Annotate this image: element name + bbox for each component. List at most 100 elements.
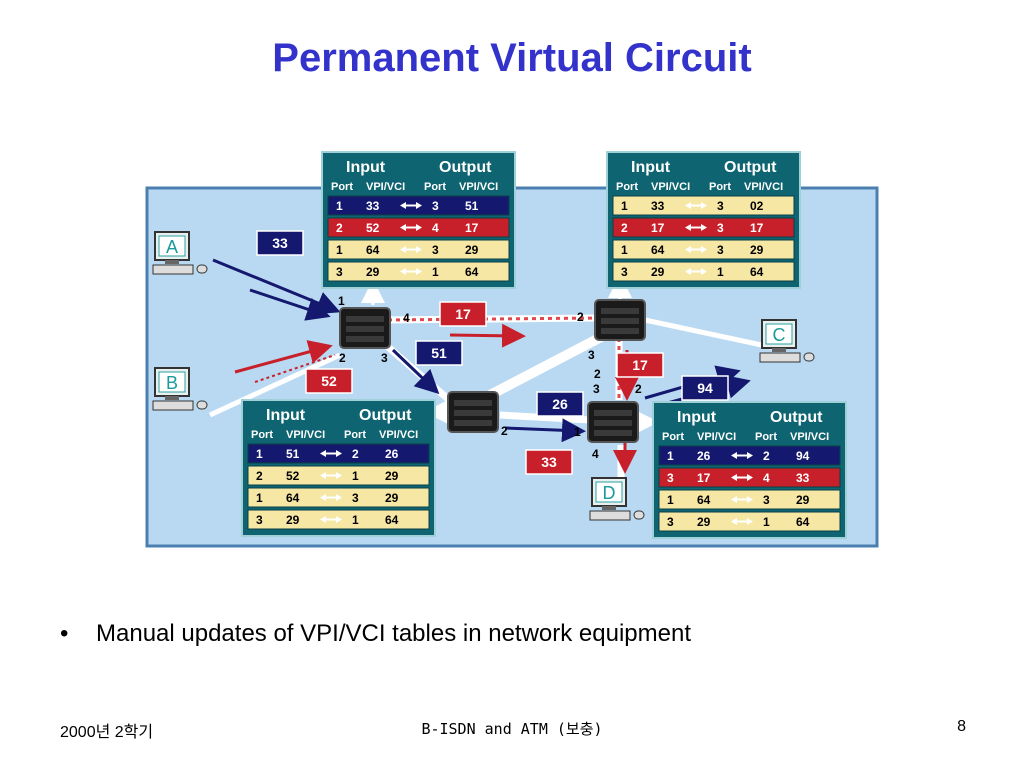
arrow-a-s1-2 [249,288,331,321]
port-label: 2 [577,310,584,324]
in-port-cell: 2 [621,221,628,235]
in-vc-cell: 52 [366,221,380,235]
terminal-label: B [166,373,178,393]
table-subheading: VPI/VCI [651,181,690,193]
mapping-arrow-icon [685,202,707,209]
out-port-cell: 3 [763,493,770,507]
in-port-cell: 1 [256,491,263,505]
table-input-heading: Input [677,409,717,426]
out-port-cell: 1 [352,469,359,483]
mouse-icon [196,400,208,410]
in-port-cell: 1 [667,449,674,463]
in-port-cell: 3 [256,513,263,527]
in-port-cell: 1 [336,199,343,213]
table-subheading: VPI/VCI [459,181,498,193]
in-vc-cell: 64 [651,243,665,257]
out-vc-cell: 29 [385,469,399,483]
mapping-arrow-icon [320,494,342,501]
in-vc-cell: 51 [286,447,300,461]
mapping-arrow-icon [731,474,753,481]
terminal-label: C [773,325,786,345]
terminal-d: D [589,477,645,521]
keyboard-icon [152,400,194,411]
vc-tag: 26 [536,391,584,417]
table-output-heading: Output [724,159,777,176]
terminal-a: A [152,231,208,275]
port-label: 4 [592,447,599,461]
out-port-cell: 3 [717,199,724,213]
table-output-heading: Output [439,159,492,176]
port-label: 2 [501,424,508,438]
link-s1-s2 [379,314,601,324]
table-subheading: VPI/VCI [744,181,783,193]
out-vc-cell: 17 [465,221,479,235]
port-label: 3 [588,348,595,362]
bullet-item: •Manual updates of VPI/VCI tables in net… [60,620,691,648]
table-subheading: VPI/VCI [790,431,829,443]
keyboard-icon [152,264,194,275]
mapping-arrow-icon [320,472,342,479]
table-input-heading: Input [266,407,306,424]
in-port-cell: 1 [256,447,263,461]
table-subheading: Port [424,181,446,193]
mapping-arrow-icon [685,246,707,253]
slide-title: Permanent Virtual Circuit [272,36,752,80]
table-subheading: VPI/VCI [366,181,405,193]
table-subheading: Port [344,429,366,441]
vc-tag-label: 51 [431,345,447,361]
table-subheading: Port [251,429,273,441]
vc-tag: 33 [525,449,573,475]
out-port-cell: 1 [763,515,770,529]
out-vc-cell: 29 [385,491,399,505]
vc-tag-label: 52 [321,373,337,389]
out-port-cell: 1 [432,265,439,279]
out-port-cell: 3 [352,491,359,505]
mapping-arrow-icon [731,452,753,459]
mouse-icon [803,352,815,362]
in-vc-cell: 33 [651,199,665,213]
vc-tag: 94 [681,375,729,401]
out-vc-cell: 94 [796,449,810,463]
arrow-s3-s4 [504,418,586,443]
table-output-heading: Output [770,409,823,426]
terminal-label: D [603,483,616,503]
out-vc-cell: 64 [750,265,764,279]
vc-tag-label: 94 [697,380,713,396]
link-s3-s2 [487,330,608,400]
out-port-cell: 1 [352,513,359,527]
arrow-b-s1-2 [254,354,336,383]
in-port-cell: 3 [336,265,343,279]
in-vc-cell: 64 [697,493,711,507]
port-label: 3 [381,351,388,365]
vc-tag-label: 26 [552,396,568,412]
port-label: 1 [338,294,345,308]
mouse-icon [633,510,645,520]
arrow-b-s1-1 [234,340,333,374]
mapping-arrow-icon [685,224,707,231]
vc-tag: 52 [305,368,353,394]
mapping-arrow-icon [731,518,753,525]
out-port-cell: 2 [352,447,359,461]
vc-tag-label: 33 [541,454,557,470]
vc-tag-label: 17 [632,357,648,373]
port-label: 3 [593,382,600,396]
out-port-cell: 1 [717,265,724,279]
table-subheading: VPI/VCI [379,429,418,441]
out-port-cell: 3 [717,221,724,235]
in-vc-cell: 64 [366,243,380,257]
table-subheading: Port [662,431,684,443]
in-vc-cell: 52 [286,469,300,483]
bullet-text: Manual updates of VPI/VCI tables in netw… [96,620,692,647]
table-input-heading: Input [346,159,386,176]
